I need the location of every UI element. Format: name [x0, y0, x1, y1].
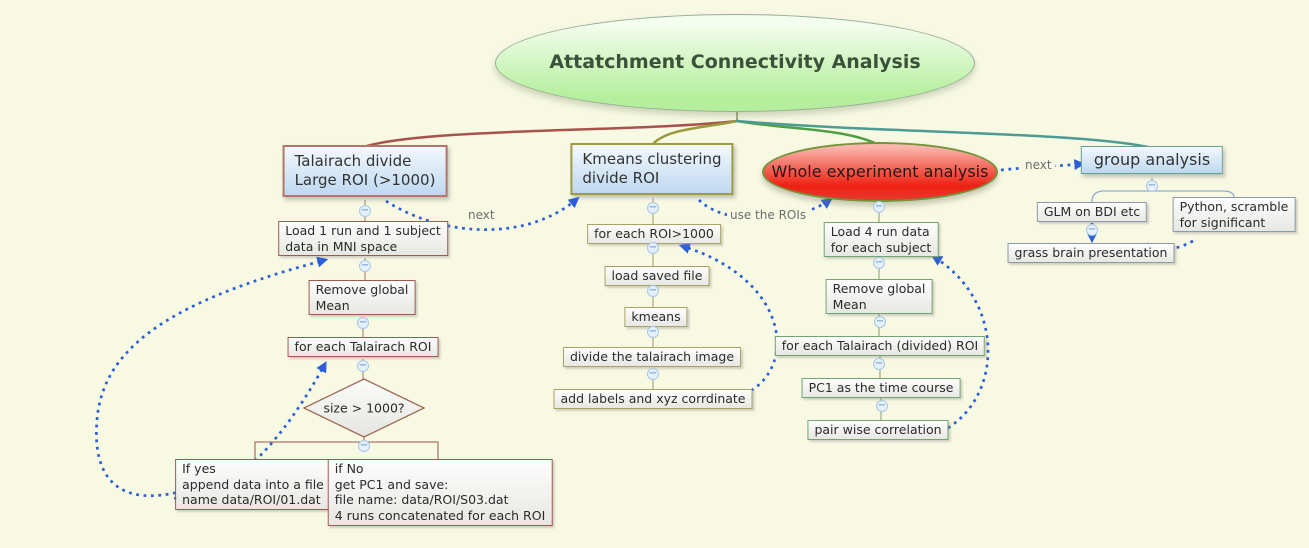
fold-icon[interactable]: −	[359, 205, 371, 217]
arrow-yes-to-load-loop	[95, 256, 329, 497]
node-remove-global-mean-1[interactable]: Remove global Mean	[308, 280, 416, 316]
fold-icon[interactable]: −	[647, 368, 659, 380]
node-add-labels-xyz[interactable]: add labels and xyz corrdinate	[553, 389, 753, 409]
node-foreach-roi-1000[interactable]: for each ROI>1000	[587, 224, 721, 244]
node-load-saved-file[interactable]: load saved file	[604, 266, 710, 286]
node-pc1-time-course[interactable]: PC1 as the time course	[801, 378, 961, 398]
arrow-kmeans-loop	[678, 243, 779, 399]
fold-icon[interactable]: −	[357, 317, 369, 329]
node-if-no[interactable]: if No get PC1 and save: file name: data/…	[327, 459, 553, 526]
node-foreach-talairach-roi[interactable]: for each Talairach ROI	[287, 337, 439, 357]
fold-icon[interactable]: −	[647, 202, 659, 214]
fold-icon[interactable]: −	[359, 260, 371, 272]
node-grass-brain[interactable]: grass brain presentation	[1007, 243, 1175, 263]
node-load-1-run[interactable]: Load 1 run and 1 subject data in MNI spa…	[278, 221, 448, 257]
fold-icon[interactable]: −	[647, 285, 659, 297]
arrow-next-talairach-kmeans	[385, 196, 580, 231]
arrow-whole-loop	[931, 255, 990, 430]
node-talairach-title[interactable]: Talairach divide Large ROI (>1000)	[282, 145, 448, 197]
node-whole-experiment[interactable]: Whole experiment analysis	[762, 142, 998, 202]
node-foreach-divided-roi[interactable]: for each Talairach (divided) ROI	[774, 336, 986, 356]
node-if-yes[interactable]: If yes append data into a file name data…	[175, 459, 331, 510]
fold-icon[interactable]: −	[874, 316, 886, 328]
node-pairwise-correlation[interactable]: pair wise correlation	[807, 420, 949, 440]
node-kmeans-step[interactable]: kmeans	[624, 307, 688, 327]
arrow-label-next-left: next	[465, 208, 498, 222]
node-python-scramble[interactable]: Python, scramble for significant	[1172, 197, 1296, 233]
fold-icon[interactable]: −	[873, 257, 885, 269]
fold-icon[interactable]: −	[1146, 180, 1158, 192]
fold-icon[interactable]: −	[647, 242, 659, 254]
node-kmeans-title[interactable]: Kmeans clustering divide ROI	[570, 143, 734, 195]
decision-bracket-links	[254, 437, 439, 459]
root-node[interactable]: Attatchment Connectivity Analysis	[495, 14, 975, 112]
fold-icon[interactable]: −	[873, 201, 885, 213]
fold-icon[interactable]: −	[876, 400, 888, 412]
arrow-next-whole-group	[1000, 159, 1086, 172]
fold-icon[interactable]: −	[1086, 224, 1098, 236]
branch-line-kmeans	[651, 119, 739, 146]
fold-icon[interactable]: −	[357, 360, 369, 372]
arrow-label-use-rois: use the ROIs	[727, 208, 810, 222]
node-divide-talairach-image[interactable]: divide the talairach image	[562, 347, 742, 367]
node-load-4-run[interactable]: Load 4 run data for each subject	[823, 222, 939, 258]
branch-line-talairach	[365, 119, 739, 148]
decision-size-label: size > 1000?	[323, 400, 405, 416]
arrow-label-next-right: next	[1022, 158, 1055, 172]
arrow-yes-to-foreach-loop	[172, 361, 327, 501]
fold-icon[interactable]: −	[358, 440, 370, 452]
branch-line-group	[735, 119, 1150, 149]
node-remove-global-mean-2[interactable]: Remove global Mean	[825, 279, 933, 315]
node-glm-bdi[interactable]: GLM on BDI etc	[1036, 202, 1148, 222]
branch-line-whole	[735, 119, 881, 147]
fold-icon[interactable]: −	[873, 358, 885, 370]
node-group-analysis[interactable]: group analysis	[1080, 146, 1224, 174]
fold-icon[interactable]: −	[647, 326, 659, 338]
